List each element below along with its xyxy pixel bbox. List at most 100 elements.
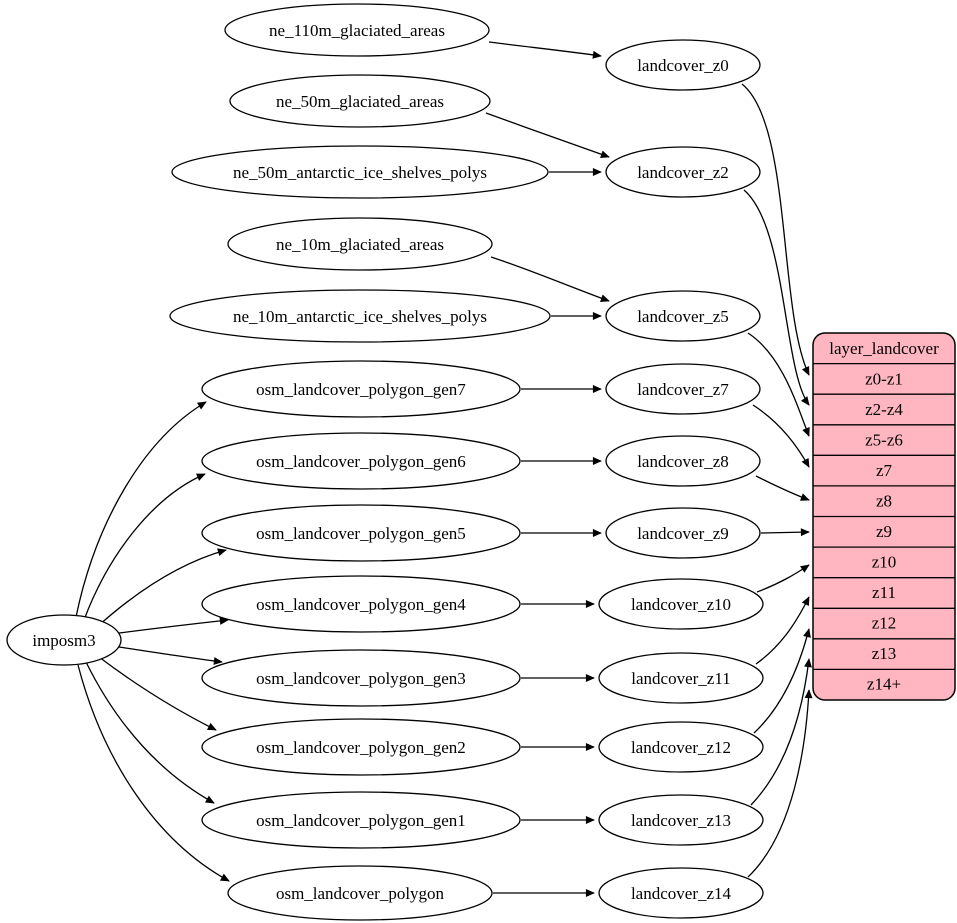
node-ellipse [227,217,493,271]
node-ne-50m-antarctic-ice-shelves-polys: ne_50m_antarctic_ice_shelves_polys [171,145,549,199]
node-label: ne_110m_glaciated_areas [269,21,445,40]
node-landcover-z5: landcover_z5 [605,290,761,342]
node-label: osm_landcover_polygon_gen3 [256,669,466,688]
node-ne-10m-glaciated-areas: ne_10m_glaciated_areas [227,217,493,271]
edge-imposm3-to-osm-landcover-polygon-gen5 [96,548,227,628]
node-ellipse [201,432,521,490]
node-ne-110m-glaciated-areas: ne_110m_glaciated_areas [224,3,490,57]
node-ne-50m-glaciated-areas: ne_50m_glaciated_areas [229,74,491,128]
layer-table-row-z13: z13 [872,644,897,663]
layer-table-row-z9: z9 [876,522,892,541]
layer-table-row-z14plus: z14+ [867,675,901,694]
node-label: landcover_z10 [631,595,731,614]
layer-table-row-z5-z6: z5-z6 [865,431,903,450]
node-label: imposm3 [32,631,95,650]
node-ellipse [598,578,764,630]
layer-table-row-z2-z4: z2-z4 [865,400,903,419]
node-landcover-z11: landcover_z11 [598,652,764,704]
node-landcover-z14: landcover_z14 [598,867,764,919]
node-label: landcover_z7 [637,380,729,399]
edge-ne-110m-glaciated-areas-to-landcover-z0 [488,41,602,59]
layer-table-row-z8: z8 [876,492,892,511]
edge-landcover-z14-to-row-z14plus [747,689,813,878]
edge-imposm3-to-osm-landcover-polygon-gen6 [83,473,206,621]
node-osm-landcover-polygon-gen7: osm_landcover_polygon_gen7 [201,360,521,418]
edge-landcover-z12-to-row-z12 [753,628,811,734]
edge-imposm3-to-osm-landcover-polygon-gen1 [85,661,215,804]
layer-table-row-z0-z1: z0-z1 [865,370,903,389]
edge-landcover-z8-to-row-z8 [755,475,810,501]
edge-ne-50m-glaciated-areas-to-landcover-z2 [485,112,610,159]
node-osm-landcover-polygon-gen2: osm_landcover_polygon_gen2 [201,718,521,776]
node-ellipse [598,652,764,704]
node-ellipse [201,504,521,562]
node-landcover-z12: landcover_z12 [598,721,764,773]
layer-table-row-z10: z10 [872,553,897,572]
node-ellipse [605,507,761,559]
edge-imposm3-to-osm-landcover-polygon-gen4 [118,616,229,634]
node-landcover-z0: landcover_z0 [605,39,761,91]
node-osm-landcover-polygon-gen5: osm_landcover_polygon_gen5 [201,504,521,562]
node-label: osm_landcover_polygon_gen4 [256,595,466,614]
edge-landcover-z10-to-row-z10 [756,564,810,593]
node-ellipse [605,146,761,198]
node-label: osm_landcover_polygon [276,884,445,903]
node-label: landcover_z13 [631,811,731,830]
edge-landcover-z7-to-row-z7 [752,404,810,468]
node-ellipse [229,74,491,128]
edge-imposm3-to-osm-landcover-polygon [77,664,230,882]
node-ellipse [605,363,761,415]
edge-landcover-z9-to-row-z9 [760,528,810,537]
node-ellipse [171,145,549,199]
node-label: ne_50m_glaciated_areas [276,92,444,111]
node-ellipse [201,718,521,776]
edge-imposm3-to-osm-landcover-polygon-gen3 [118,646,223,665]
node-label: osm_landcover_polygon_gen1 [256,811,466,830]
edge-landcover-z5-to-row-z5-z6 [747,332,810,437]
edge-landcover-z2-to-row-z2-z4 [743,189,810,406]
node-label: landcover_z14 [631,884,732,903]
node-landcover-z2: landcover_z2 [605,146,761,198]
node-osm-landcover-polygon: osm_landcover_polygon [227,865,493,921]
node-label: landcover_z0 [637,56,729,75]
node-ellipse [201,360,521,418]
node-ellipse [227,865,493,921]
layer-table-row-z7: z7 [876,461,893,480]
node-layer-landcover-table: layer_landcover z0-z1 z2-z4 z5-z6 z7 z8 … [812,332,956,701]
node-label: ne_50m_antarctic_ice_shelves_polys [233,163,487,182]
node-ellipse [201,575,521,633]
node-label: landcover_z2 [637,163,729,182]
edge-imposm3-to-osm-landcover-polygon-gen2 [98,656,217,731]
node-landcover-z7: landcover_z7 [605,363,761,415]
layer-table-row-z11: z11 [872,583,896,602]
edges [75,41,813,897]
node-ellipse [201,649,521,707]
node-osm-landcover-polygon-gen6: osm_landcover_polygon_gen6 [201,432,521,490]
node-label: landcover_z8 [637,452,729,471]
node-landcover-z8: landcover_z8 [605,435,761,487]
node-label: osm_landcover_polygon_gen6 [256,452,466,471]
node-label: osm_landcover_polygon_gen5 [256,524,466,543]
node-osm-landcover-polygon-gen4: osm_landcover_polygon_gen4 [201,575,521,633]
node-ellipse [6,614,122,666]
node-ellipse [598,867,764,919]
node-ellipse [605,435,761,487]
node-label: osm_landcover_polygon_gen2 [256,738,466,757]
node-landcover-z9: landcover_z9 [605,507,761,559]
layer-table-header: layer_landcover [829,339,939,358]
layer-table-row-z12: z12 [872,614,897,633]
node-osm-landcover-polygon-gen3: osm_landcover_polygon_gen3 [201,649,521,707]
node-label: landcover_z12 [631,738,731,757]
node-label: ne_10m_glaciated_areas [276,235,444,254]
edge-ne-10m-glaciated-areas-to-landcover-z5 [490,256,610,302]
node-ne-10m-antarctic-ice-shelves-polys: ne_10m_antarctic_ice_shelves_polys [169,289,551,343]
node-landcover-z10: landcover_z10 [598,578,764,630]
node-ellipse [598,721,764,773]
node-ellipse [605,290,761,342]
edge-landcover-z0-to-row-z0-z1 [741,83,810,376]
node-ellipse [169,289,551,343]
node-label: landcover_z5 [637,307,729,326]
node-ellipse [598,794,764,846]
node-label: osm_landcover_polygon_gen7 [256,380,466,399]
